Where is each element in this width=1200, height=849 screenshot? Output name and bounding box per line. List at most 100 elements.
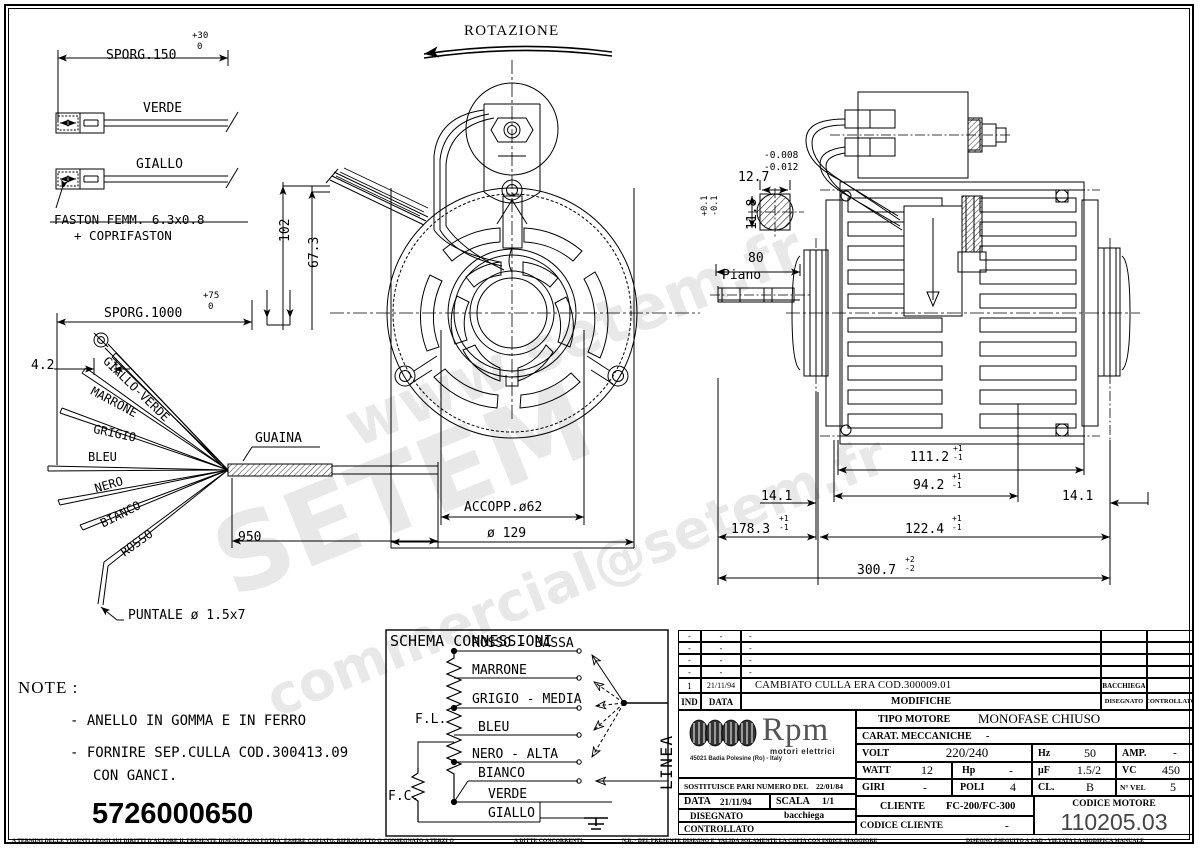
front-dim-102: 102 (278, 218, 293, 242)
fan-front-view (325, 60, 700, 439)
rev-r2-data: - (719, 655, 723, 665)
notes-item-2: - FORNIRE SEP.CULLA COD.300413.09 (70, 745, 349, 761)
uf-value: 1.5/2 (1076, 763, 1102, 777)
amp-label: AMP. (1122, 747, 1147, 759)
guaina-label: GUAINA (255, 431, 302, 446)
notes-title: NOTE : (18, 678, 79, 697)
side-dim-1224-lo: -1 (952, 523, 962, 532)
rev-col-modifiche (741, 630, 1101, 710)
rev-r4-data: 21/11/94 (706, 681, 736, 690)
rev-r0-ind: - (688, 631, 691, 641)
disegnato-row (678, 809, 856, 822)
shaft-dim-80: 80 (748, 251, 764, 266)
giri-label: GIRI (862, 782, 885, 793)
schema-box (385, 629, 669, 837)
tipo-motore-label: TIPO MOTORE (878, 713, 951, 725)
harness-dim-42: 4.2 (31, 358, 55, 373)
scala-cell (770, 794, 856, 809)
rev-r4-disegnato: BACCHIEGA (1102, 681, 1146, 690)
disegnato-label: DISEGNATO (690, 810, 744, 821)
rev-r3-ind: - (688, 667, 691, 677)
poli-cell (952, 779, 1032, 796)
tipo-motore-row (856, 710, 1194, 728)
side-dim-1112-lo: -1 (953, 453, 963, 462)
hp-cell (952, 762, 1032, 779)
footer-left: A TERMINI DELLE VIGENTI LEGGI SUI DIRITT… (12, 838, 454, 844)
rev-r2-ind: - (688, 655, 691, 665)
rev-header-controllato: CONTROLLATO (1147, 698, 1194, 705)
shaft-section-detail (710, 180, 812, 303)
carat-label: CARAT. MECCANICHE (862, 730, 972, 742)
side-dim-1783-up: +1 (779, 514, 789, 523)
cliente-cell (856, 796, 1034, 816)
rev-r3-data: - (719, 667, 723, 677)
side-dim-1112-up: +1 (953, 444, 963, 453)
nvel-value: 5 (1170, 780, 1176, 794)
side-dim-942: 94.2 (913, 478, 945, 493)
side-dim-1224-up: +1 (952, 514, 962, 523)
nvel-label: N° VEL (1120, 783, 1146, 792)
carat-value: - (986, 730, 990, 742)
rev-r0-data: - (719, 631, 723, 641)
watt-cell (856, 762, 952, 779)
data-cell (678, 794, 770, 809)
codice-motore-cell (1034, 796, 1194, 835)
controllato-label: CONTROLLATO (684, 823, 755, 834)
rev-r2-mod: - (749, 655, 752, 665)
sostituisce-label: SOSTITUISCE PARI NUMERO DEL (684, 781, 809, 791)
rotation-arrow (423, 45, 613, 59)
side-view-dimension-chain (717, 378, 1149, 585)
wire-verde-label: VERDE (143, 101, 183, 116)
rev-r1-mod: - (749, 643, 752, 653)
harness-950-dim (231, 478, 439, 548)
scala-value: 1/1 (822, 796, 835, 807)
sporg150-label: SPORG.150 (106, 48, 177, 63)
controllato-row (678, 822, 856, 835)
tipo-motore-value: MONOFASE CHIUSO (978, 711, 1101, 726)
sheet-border-outer (4, 4, 1194, 844)
side-dim-3007: 300.7 (857, 563, 897, 578)
vc-value: 450 (1162, 763, 1180, 777)
footer-left2: A DITTE CONCORRENTI. (514, 838, 584, 844)
cliente-label: CLIENTE (880, 800, 926, 812)
notes-item-3: CON GANCI. (93, 768, 178, 784)
hz-value: 50 (1084, 745, 1096, 760)
side-dim-1783: 178.3 (731, 522, 771, 537)
rev-r1-data: - (719, 643, 723, 653)
volt-value: 220/240 (945, 745, 989, 760)
faston-note-1: FASTON FEMM. 6.3x0.8 (54, 212, 205, 227)
rev-r1-ind: - (688, 643, 691, 653)
data-label: DATA (684, 796, 711, 807)
watt-value: 12 (921, 763, 933, 777)
schema-row-bleu: BLEU (478, 720, 510, 735)
side-dim-1224: 122.4 (905, 522, 945, 537)
harness-dimension (56, 290, 294, 465)
front-dim-accopp: ACCOPP.ø62 (464, 500, 543, 515)
rev-col-data (701, 630, 741, 710)
poli-label: POLI (960, 782, 985, 793)
side-dim-141-left: 14.1 (761, 489, 793, 504)
cl-label: CL. (1038, 782, 1055, 793)
rev-r0-mod: - (749, 631, 752, 641)
piano-label: Piano (722, 268, 762, 283)
rotazione-label: ROTAZIONE (464, 23, 560, 39)
footer-right: N.B. - DEL PRESENTE DISEGNO E' VALIDA SO… (622, 838, 878, 844)
rpm-logo-text: Rpm (762, 712, 830, 748)
rpm-logo-address: 45021 Badia Polesine (Ro) - Italy (690, 756, 783, 762)
codice-cliente-label: CODICE CLIENTE (860, 820, 944, 831)
side-dim-3007-up: +2 (905, 555, 915, 564)
schema-fc-label: F.C. (388, 789, 420, 804)
volt-cell (856, 744, 1032, 762)
wire-giallo-label: GIALLO (136, 157, 183, 172)
codice-cliente-value: - (1005, 819, 1009, 832)
logo-panel (678, 710, 856, 778)
sporg1000-tol-lower: 0 (208, 302, 214, 312)
faston-dimension (57, 50, 229, 122)
schema-title: SCHEMA CONNESSIONI (390, 632, 553, 650)
rev-header-disegnato: DISEGNATO (1104, 698, 1144, 705)
harness-dim-950: 950 (238, 530, 262, 545)
amp-cell (1116, 744, 1194, 762)
schema-row-rosso: ROSSO - BASSA (472, 636, 574, 651)
schema-row-nero: NERO - ALTA (472, 747, 559, 762)
